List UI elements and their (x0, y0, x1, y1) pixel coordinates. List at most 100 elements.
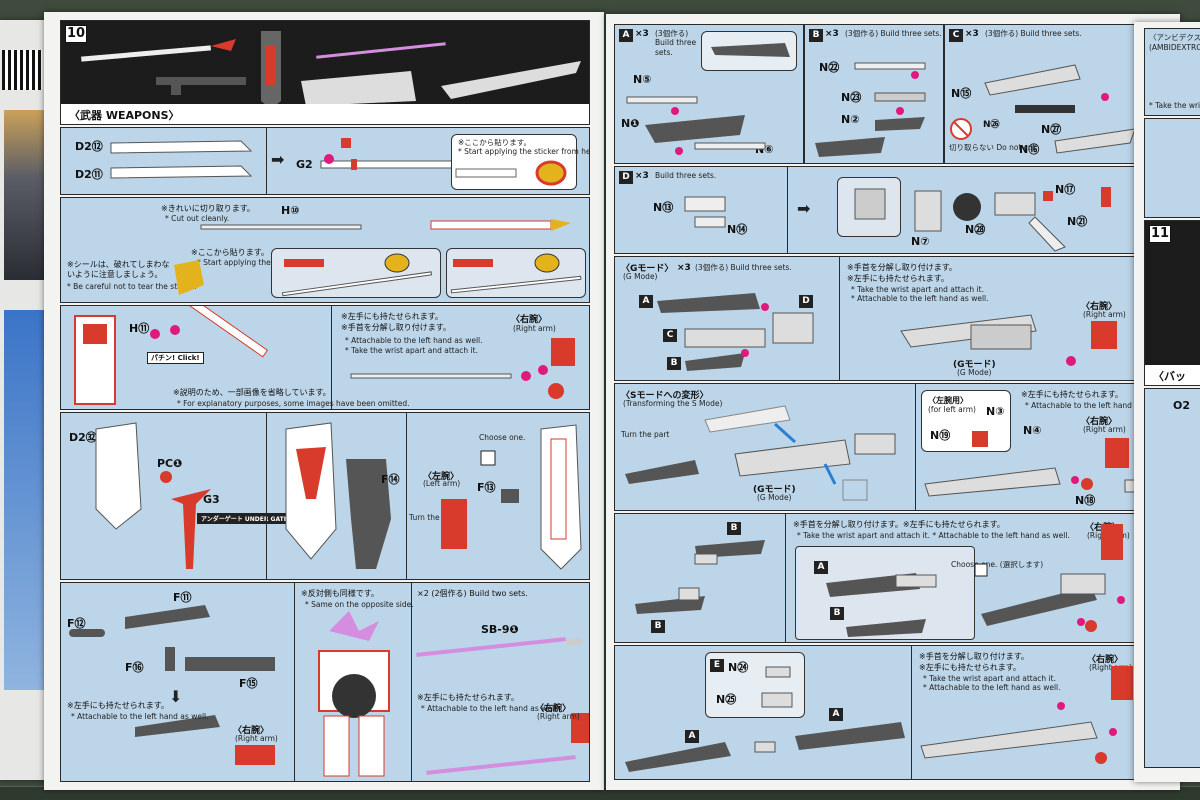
step-number: 11 (1149, 225, 1171, 243)
turn-part-label: Turn the part. (409, 513, 460, 522)
sub-tag-d: D (619, 171, 633, 184)
note-en: * Attachable to the left hand as well. (1025, 401, 1139, 410)
sub-assembly-d: D ×3 Build three sets. N⑬ N⑭ ➡ N⑦ N㉘ N⑰ … (614, 166, 1140, 254)
set-count-note: (3個作る) Build three sets. (985, 29, 1082, 38)
label-a: A (639, 295, 653, 308)
sub-assembly-a-illustration (626, 43, 790, 155)
part-label: N⑰ (1055, 183, 1076, 196)
sticker-piece-illustration (174, 260, 204, 295)
sub-assembly-b-illustration (815, 62, 926, 157)
part-label: O2 (1173, 399, 1191, 412)
part-label: N㉕ (716, 693, 737, 706)
sub-tag-e: E (710, 659, 724, 672)
s-mode-title-en: (Transforming the S Mode) (623, 399, 723, 408)
set-count: ×3 (677, 263, 691, 273)
e-hand-illustration (920, 666, 1133, 764)
hand-detail-panel (1144, 118, 1200, 218)
left-arm-use-label-en: (for left arm) (928, 405, 976, 414)
choose-one-label: Choose one. (選択します) (951, 560, 1044, 569)
katana-illustration (200, 219, 571, 231)
note: ※手首を分解し取り付けます。 (919, 652, 1029, 661)
divider (331, 306, 332, 409)
katana-sticker-box-2 (446, 248, 586, 298)
sticker-callout: ※ここから貼ります。 * Start applying the sticker … (451, 134, 589, 190)
divider (911, 646, 912, 779)
s-mode-hand-illustration (924, 438, 1136, 497)
weapon-step-row-3: H⑪ パチン! Click! ※左手にも持たせられます。 ※手首を分解し取り付け… (60, 305, 590, 410)
note-en: * Take the wrist (1149, 101, 1200, 110)
arrow-right-icon: ➡ (797, 199, 811, 218)
part-label: N② (841, 113, 860, 126)
left-arm-hand-illustration (972, 431, 988, 447)
katana-sticker-box (271, 248, 441, 298)
note-en: * Start applying the sticker from here. (458, 147, 590, 156)
katana-finished-illustration (450, 253, 582, 294)
part-label: N⑭ (727, 223, 748, 236)
assembly-detail-box: A B (795, 546, 975, 640)
g-mode-title-en: (G Mode) (623, 272, 658, 281)
set-count-note: (3個作る) Build three sets. (695, 263, 792, 272)
note: ※左手にも持たせられます。 (417, 693, 519, 702)
left-arm-label-en: (Left arm) (423, 479, 461, 488)
set-count-note: (3個作る) Build three sets. (845, 29, 942, 38)
g-mode-panel: 〈Gモード〉 (G Mode) ×3 (3個作る) Build three se… (614, 256, 1140, 381)
g-mode-label-en: (G Mode) (957, 368, 992, 377)
right-arm-label: 〈右腕〉 (511, 315, 548, 325)
weapon-step-row-2: ※きれいに切り取ります。 * Cut out cleanly. H⑩ ※シールは… (60, 197, 590, 303)
sub-assembly-b: B ×3 (3個作る) Build three sets. N㉒ N㉓ N② (804, 24, 944, 164)
right-arm-label: 〈右腕〉 (1081, 302, 1118, 312)
part-label: N⑲ (930, 429, 951, 442)
note: ※反対側も同様です。 (301, 589, 379, 598)
part-label: N㉓ (841, 91, 862, 104)
divider (266, 128, 267, 194)
weapon-step-row-4: D2㉜ PC❶ G3 アンダーゲート UNDER GATE F⑭ 〈左腕〉 (L… (60, 412, 590, 580)
part-label: F⑫ (67, 617, 86, 630)
sheath-assembled-illustration (320, 138, 462, 170)
label-b: B (727, 522, 741, 535)
note: ※左手にも持たせられます。 (919, 663, 1021, 672)
right-arm-label-en: (Right arm) (1089, 663, 1132, 672)
ambidextrous-title: 〈アンビデクストラ (1149, 33, 1200, 42)
label-a: A (814, 561, 828, 574)
part-label: N⑯ (1019, 143, 1040, 156)
note: ※シールは、破れてしまわないように注意しましょう。 (67, 260, 170, 280)
arrow-right-icon: ➡ (271, 150, 285, 169)
note: ※左手にも持たせられます。 (1021, 390, 1123, 399)
label-b: B (830, 607, 844, 620)
g-mode-label: (Gモード) (953, 360, 996, 370)
part-label: F⑭ (381, 473, 400, 486)
note-en: * Take the wrist apart and attach it. (851, 285, 984, 294)
divider (787, 167, 788, 253)
sub-tag-c: C (949, 29, 963, 42)
b-hand-illustration (974, 524, 1125, 632)
right-arm-label: 〈右腕〉 (1087, 655, 1124, 665)
e-subassembly-box: E N㉔ N㉕ (705, 652, 805, 718)
assembly-detail-illustration (826, 573, 937, 637)
box-art-image (4, 110, 44, 280)
ambidextrous-title-en: (AMBIDEXTROU (1149, 43, 1200, 52)
note-en: * Attachable to the left hand as well. (923, 683, 1061, 692)
b-assembly-panel: B B ※手首を分解し取り付けます。※左手にも持たせられます。 * Take t… (614, 513, 1140, 643)
sub-assembly-c: C ×3 (3個作る) Build three sets. N⑮ N㉖ N㉗ N… (944, 24, 1140, 164)
shield-arm-illustration (441, 424, 582, 570)
note: ※説明のため、一部画像を省略しています。 (173, 388, 331, 397)
divider (915, 384, 916, 510)
part-label: N㉒ (819, 61, 840, 74)
note-en: * Attachable to the left hand as well. (345, 336, 483, 345)
s-mode-title: 〈Sモードへの変形〉 (621, 391, 709, 401)
note-en: * For explanatory purposes, some images … (177, 399, 410, 408)
divider (266, 413, 267, 579)
note-en: * Attachable to the left hand as well. (71, 712, 209, 721)
part-label: N⑤ (633, 73, 652, 86)
note-en: * Be careful not to tear the sticker. (67, 282, 197, 291)
g-mode-exploded-illustration (657, 293, 814, 371)
part-label: N⑮ (951, 87, 972, 100)
step-11-panel: O2 (1144, 388, 1200, 768)
s-mode-transform-illustration (625, 405, 896, 501)
rifle-parts-illustration (69, 605, 275, 765)
note: ※左手にも持たせられます。 (341, 312, 443, 321)
sub-assembly-d-illustration (684, 187, 1111, 252)
part-label: D2⑫ (75, 140, 103, 153)
label-b: B (667, 357, 681, 370)
note: ※きれいに切り取ります。 (161, 204, 255, 213)
